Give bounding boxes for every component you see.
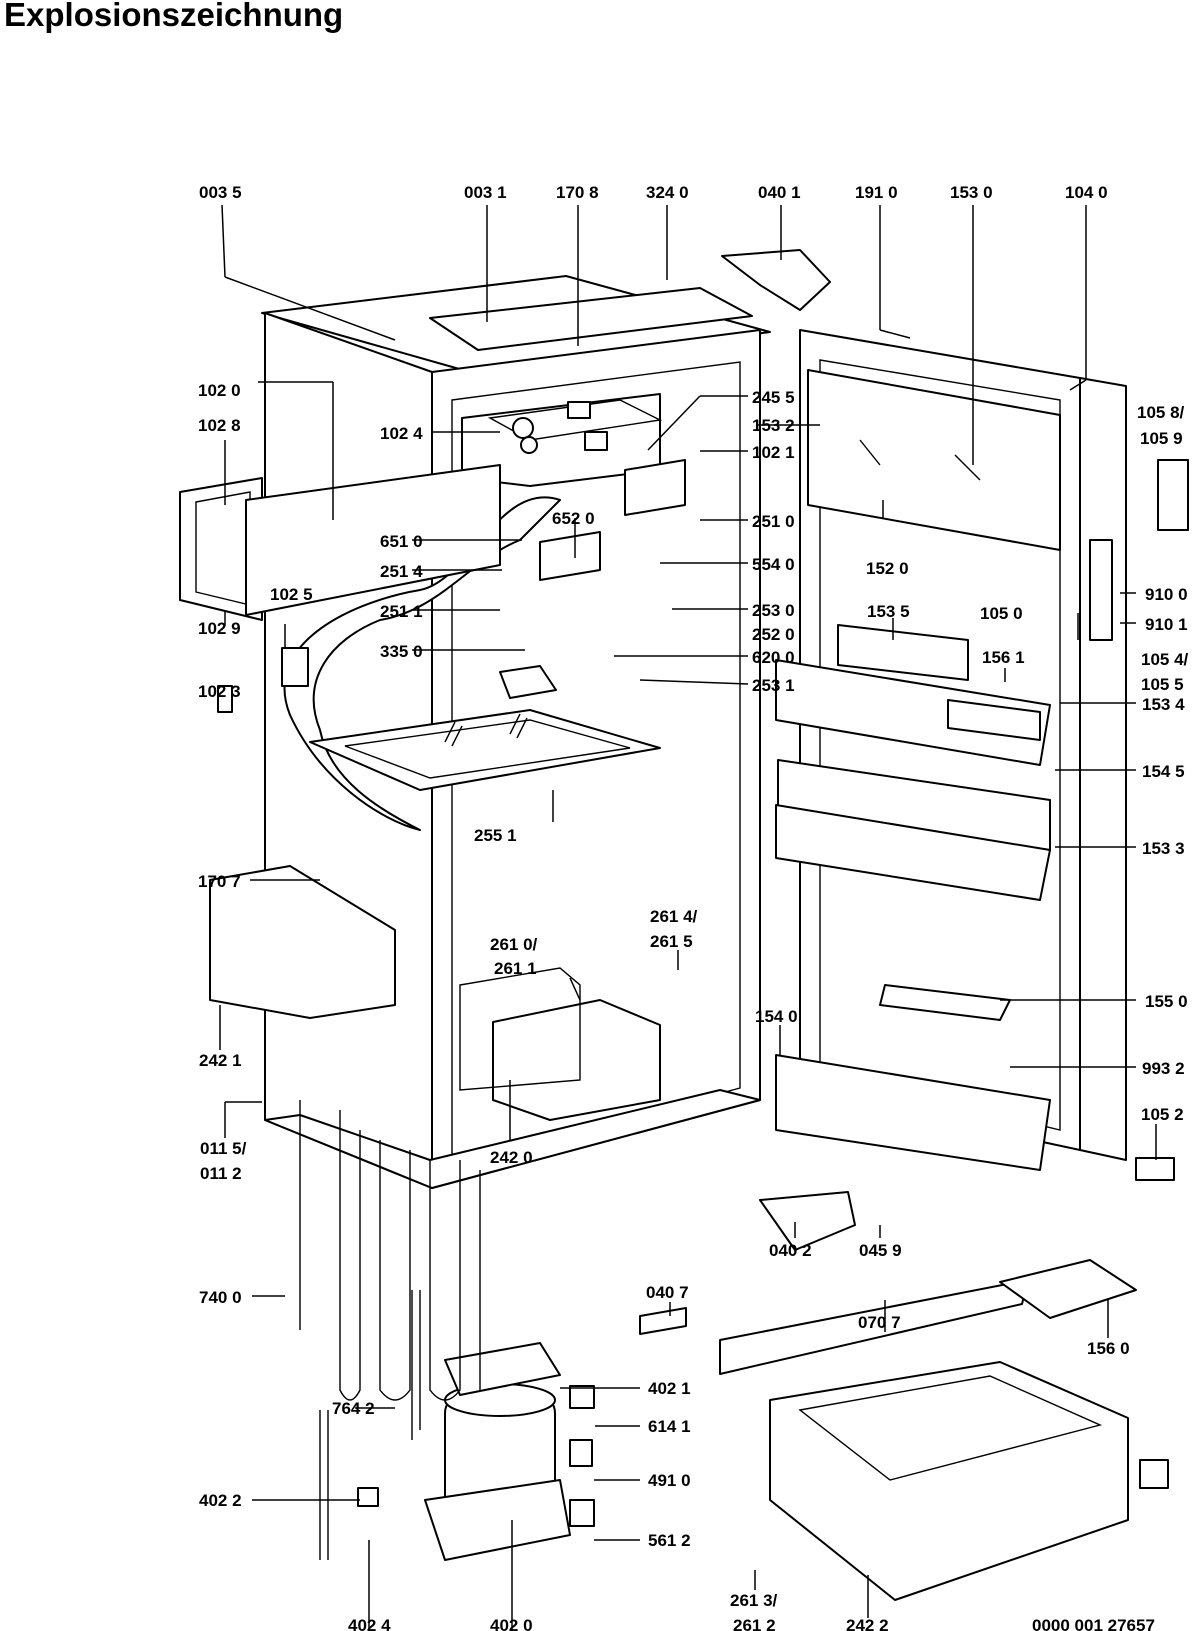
small-components <box>217 249 1189 1527</box>
label-170-7: 170 7 <box>198 872 241 891</box>
condenser-coil <box>299 1100 481 1560</box>
label-402-1: 402 1 <box>648 1379 691 1398</box>
compressor-assembly <box>411 1290 571 1561</box>
label-102-5: 102 5 <box>270 585 313 604</box>
label-156-0: 156 0 <box>1087 1339 1130 1358</box>
label-102-8: 102 8 <box>198 416 241 435</box>
label-156-1: 156 1 <box>982 648 1025 667</box>
label-152-0: 152 0 <box>866 559 909 578</box>
label-045-9: 045 9 <box>859 1241 902 1260</box>
label-910-1: 910 1 <box>1145 615 1188 634</box>
label-554-0: 554 0 <box>752 555 795 574</box>
label-255-1: 255 1 <box>474 826 517 845</box>
label-154-5: 154 5 <box>1142 762 1185 781</box>
glass-shelf <box>309 709 661 791</box>
label-102-1: 102 1 <box>752 443 795 462</box>
label-011-5: 011 5/ <box>200 1139 247 1158</box>
crisper-drawers <box>209 865 661 1121</box>
label-191-0: 191 0 <box>855 183 898 202</box>
label-402-0: 402 0 <box>490 1616 533 1631</box>
label-402-2: 402 2 <box>199 1491 242 1510</box>
label-105-8: 105 8/ <box>1137 403 1185 422</box>
label-651-0: 651 0 <box>380 532 423 551</box>
label-104-0: 104 0 <box>1065 183 1108 202</box>
label-261-4: 261 4/ <box>650 907 698 926</box>
label-614-1: 614 1 <box>648 1417 691 1436</box>
label-102-9: 102 9 <box>198 619 241 638</box>
label-102-0: 102 0 <box>198 381 241 400</box>
label-242-1: 242 1 <box>199 1051 242 1070</box>
label-153-5: 153 5 <box>867 602 910 621</box>
label-105-5: 105 5 <box>1141 675 1184 694</box>
label-251-1: 251 1 <box>380 602 423 621</box>
label-011-2: 011 2 <box>200 1164 242 1183</box>
label-261-0: 261 0/ <box>490 935 538 954</box>
label-040-7: 040 7 <box>646 1283 689 1302</box>
freezer-door-flap <box>179 464 501 621</box>
label-620-0: 620 0 <box>752 648 795 667</box>
part-labels: 003 5 003 1 170 8 324 0 040 1 191 0 153 … <box>198 183 1189 1631</box>
label-105-9: 105 9 <box>1140 429 1183 448</box>
door-shelves <box>775 369 1061 1171</box>
label-155-0: 155 0 <box>1145 992 1188 1011</box>
label-764-2: 764 2 <box>332 1399 375 1418</box>
label-324-0: 324 0 <box>646 183 689 202</box>
label-105-0: 105 0 <box>980 604 1023 623</box>
label-910-0: 910 0 <box>1145 585 1188 604</box>
label-102-4: 102 4 <box>380 424 423 443</box>
label-652-0: 652 0 <box>552 509 595 528</box>
label-993-2: 993 2 <box>1142 1059 1185 1078</box>
label-335-0: 335 0 <box>380 642 423 661</box>
label-253-1: 253 1 <box>752 676 795 695</box>
label-153-2: 153 2 <box>752 416 795 435</box>
leader-lines <box>219 204 1157 1631</box>
crisper-tray-bottom <box>719 1279 1129 1601</box>
label-245-5: 245 5 <box>752 388 795 407</box>
label-740-0: 740 0 <box>199 1288 242 1307</box>
label-261-1: 261 1 <box>494 959 537 978</box>
label-251-0: 251 0 <box>752 512 795 531</box>
label-261-3: 261 3/ <box>730 1591 778 1610</box>
label-153-0: 153 0 <box>950 183 993 202</box>
label-252-0: 252 0 <box>752 625 795 644</box>
label-003-5: 003 5 <box>199 183 242 202</box>
page-title: Explosionszeichnung <box>4 0 344 33</box>
label-070-7: 070 7 <box>858 1313 901 1332</box>
label-561-2: 561 2 <box>648 1531 691 1550</box>
label-040-1: 040 1 <box>758 183 801 202</box>
label-491-0: 491 0 <box>648 1471 691 1490</box>
label-242-0: 242 0 <box>490 1148 533 1167</box>
label-102-3: 102 3 <box>198 682 241 701</box>
label-251-4: 251 4 <box>380 562 423 581</box>
label-261-2: 261 2 <box>733 1616 776 1631</box>
label-170-8: 170 8 <box>556 183 599 202</box>
label-242-2: 242 2 <box>846 1616 889 1631</box>
label-105-2: 105 2 <box>1141 1105 1184 1124</box>
label-154-0: 154 0 <box>755 1007 798 1026</box>
label-003-1: 003 1 <box>464 183 507 202</box>
document-number: 0000 001 27657 <box>1032 1616 1155 1631</box>
label-153-4: 153 4 <box>1142 695 1185 714</box>
label-253-0: 253 0 <box>752 601 795 620</box>
label-261-5: 261 5 <box>650 932 693 951</box>
label-105-4: 105 4/ <box>1141 650 1189 669</box>
label-402-4: 402 4 <box>348 1616 391 1631</box>
label-040-2: 040 2 <box>769 1241 812 1260</box>
label-153-3: 153 3 <box>1142 839 1185 858</box>
